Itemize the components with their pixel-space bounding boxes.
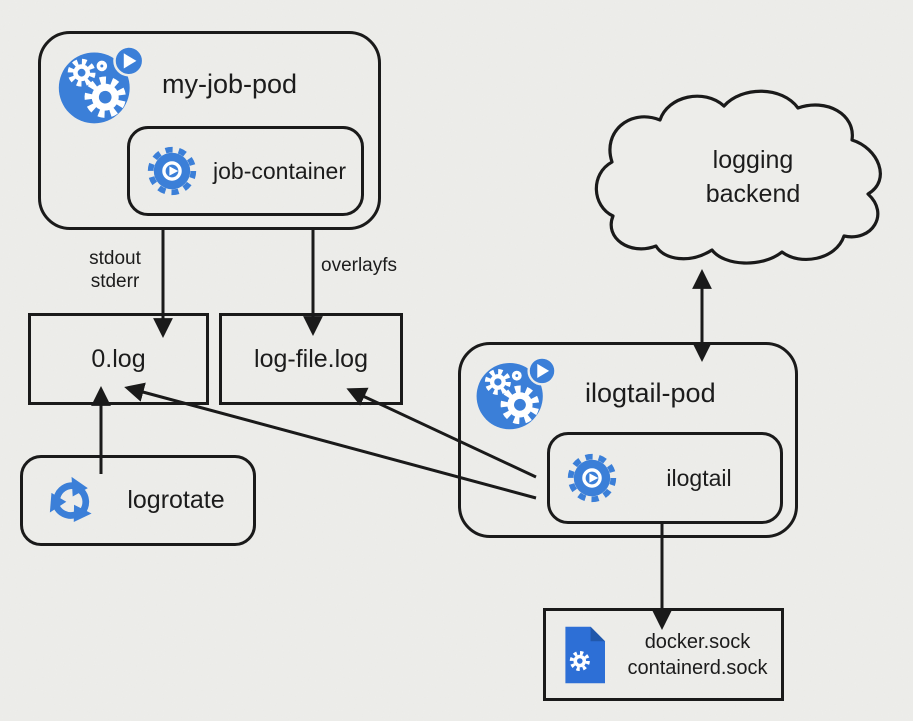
rotate-arrows-cycle-icon [43, 473, 99, 529]
container-gear-play-icon [146, 145, 198, 197]
logging-backend-label: logging backend [655, 143, 851, 211]
stdout-label: stdout [89, 248, 141, 269]
ilogtail-pod-label: ilogtail-pod [585, 377, 716, 408]
edge-label-stdout-stderr: stdout stderr [72, 247, 158, 293]
job-container-label: job-container [213, 157, 346, 184]
sockets-label: docker.sock containerd.sock [620, 629, 775, 681]
overlayfs-label: overlayfs [321, 255, 398, 276]
logging-backend-line2: backend [705, 180, 801, 208]
node-logrotate: logrotate [20, 455, 256, 546]
container-gear-play-icon [566, 452, 618, 504]
log-file-log-label: log-file.log [254, 344, 368, 373]
kubernetes-pod-icon [57, 44, 145, 125]
ilogtail-pod-header: ilogtail-pod [475, 354, 716, 432]
my-job-pod-header: my-job-pod [57, 42, 297, 126]
containerd-sock-label: containerd.sock [627, 656, 768, 679]
node-ilogtail: ilogtail [547, 432, 783, 524]
node-ilogtail-pod [458, 342, 798, 538]
kubernetes-pod-icon [475, 355, 557, 431]
document-gear-icon [560, 625, 608, 685]
node-log-file-log: log-file.log [219, 313, 403, 405]
node-job-container: job-container [127, 126, 364, 216]
logrotate-label: logrotate [127, 486, 225, 514]
0-log-label: 0.log [91, 344, 146, 373]
node-0-log: 0.log [28, 313, 209, 405]
node-sockets: docker.sock containerd.sock [543, 608, 784, 701]
logging-backend-line1: logging [712, 146, 794, 174]
my-job-pod-label: my-job-pod [162, 68, 298, 99]
ilogtail-label: ilogtail [666, 464, 732, 491]
docker-sock-label: docker.sock [644, 630, 751, 653]
edge-label-overlayfs: overlayfs [321, 254, 397, 277]
stderr-label: stderr [90, 271, 140, 292]
node-my-job-pod [38, 31, 381, 230]
